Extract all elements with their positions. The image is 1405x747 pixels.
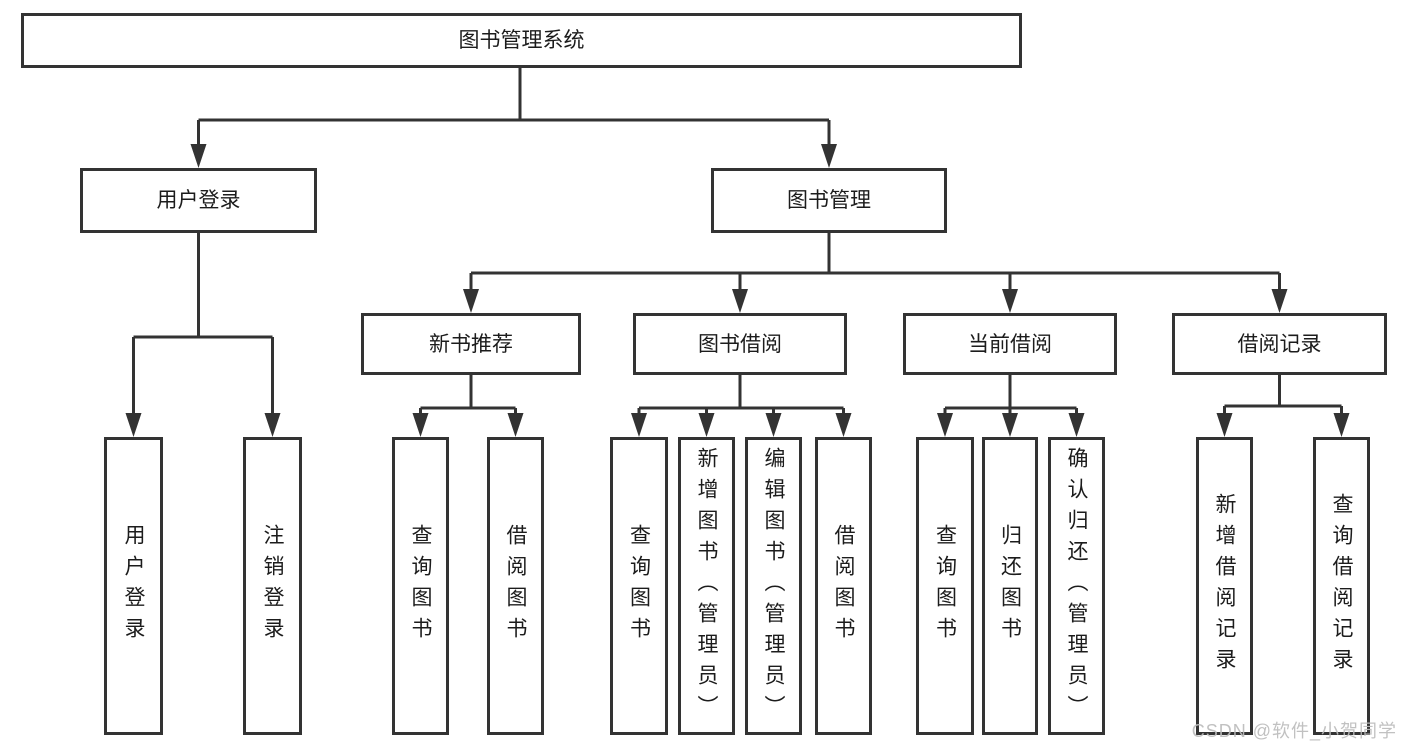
node-borrowing-records: 借阅记录 (1172, 313, 1387, 375)
leaf-query-borrow-record: 查询借阅记录 (1313, 437, 1370, 735)
csdn-watermark: CSDN @软件_小贺同学 (1191, 721, 1397, 741)
node-new-book-recommend: 新书推荐 (361, 313, 581, 375)
leaf-edit-books-admin: 编辑图书（管理员） (745, 437, 802, 735)
node-root-library-system: 图书管理系统 (21, 13, 1022, 68)
leaf-add-borrow-record: 新增借阅记录 (1196, 437, 1253, 735)
leaf-logout: 注销登录 (243, 437, 302, 735)
arrowheads (125, 144, 1350, 437)
leaf-return-books: 归还图书 (982, 437, 1038, 735)
node-current-borrowing: 当前借阅 (903, 313, 1117, 375)
leaf-query-books-current: 查询图书 (916, 437, 974, 735)
leaf-user-login: 用户登录 (104, 437, 163, 735)
leaf-query-books-borrowing: 查询图书 (610, 437, 668, 735)
leaf-confirm-return-admin: 确认归还（管理员） (1048, 437, 1105, 735)
leaf-borrow-books-recommend: 借阅图书 (487, 437, 544, 735)
leaf-add-books-admin: 新增图书（管理员） (678, 437, 735, 735)
node-book-management: 图书管理 (711, 168, 947, 233)
leaf-query-books-recommend: 查询图书 (392, 437, 449, 735)
leaf-borrow-books: 借阅图书 (815, 437, 872, 735)
node-user-login: 用户登录 (80, 168, 317, 233)
node-book-borrowing: 图书借阅 (633, 313, 847, 375)
